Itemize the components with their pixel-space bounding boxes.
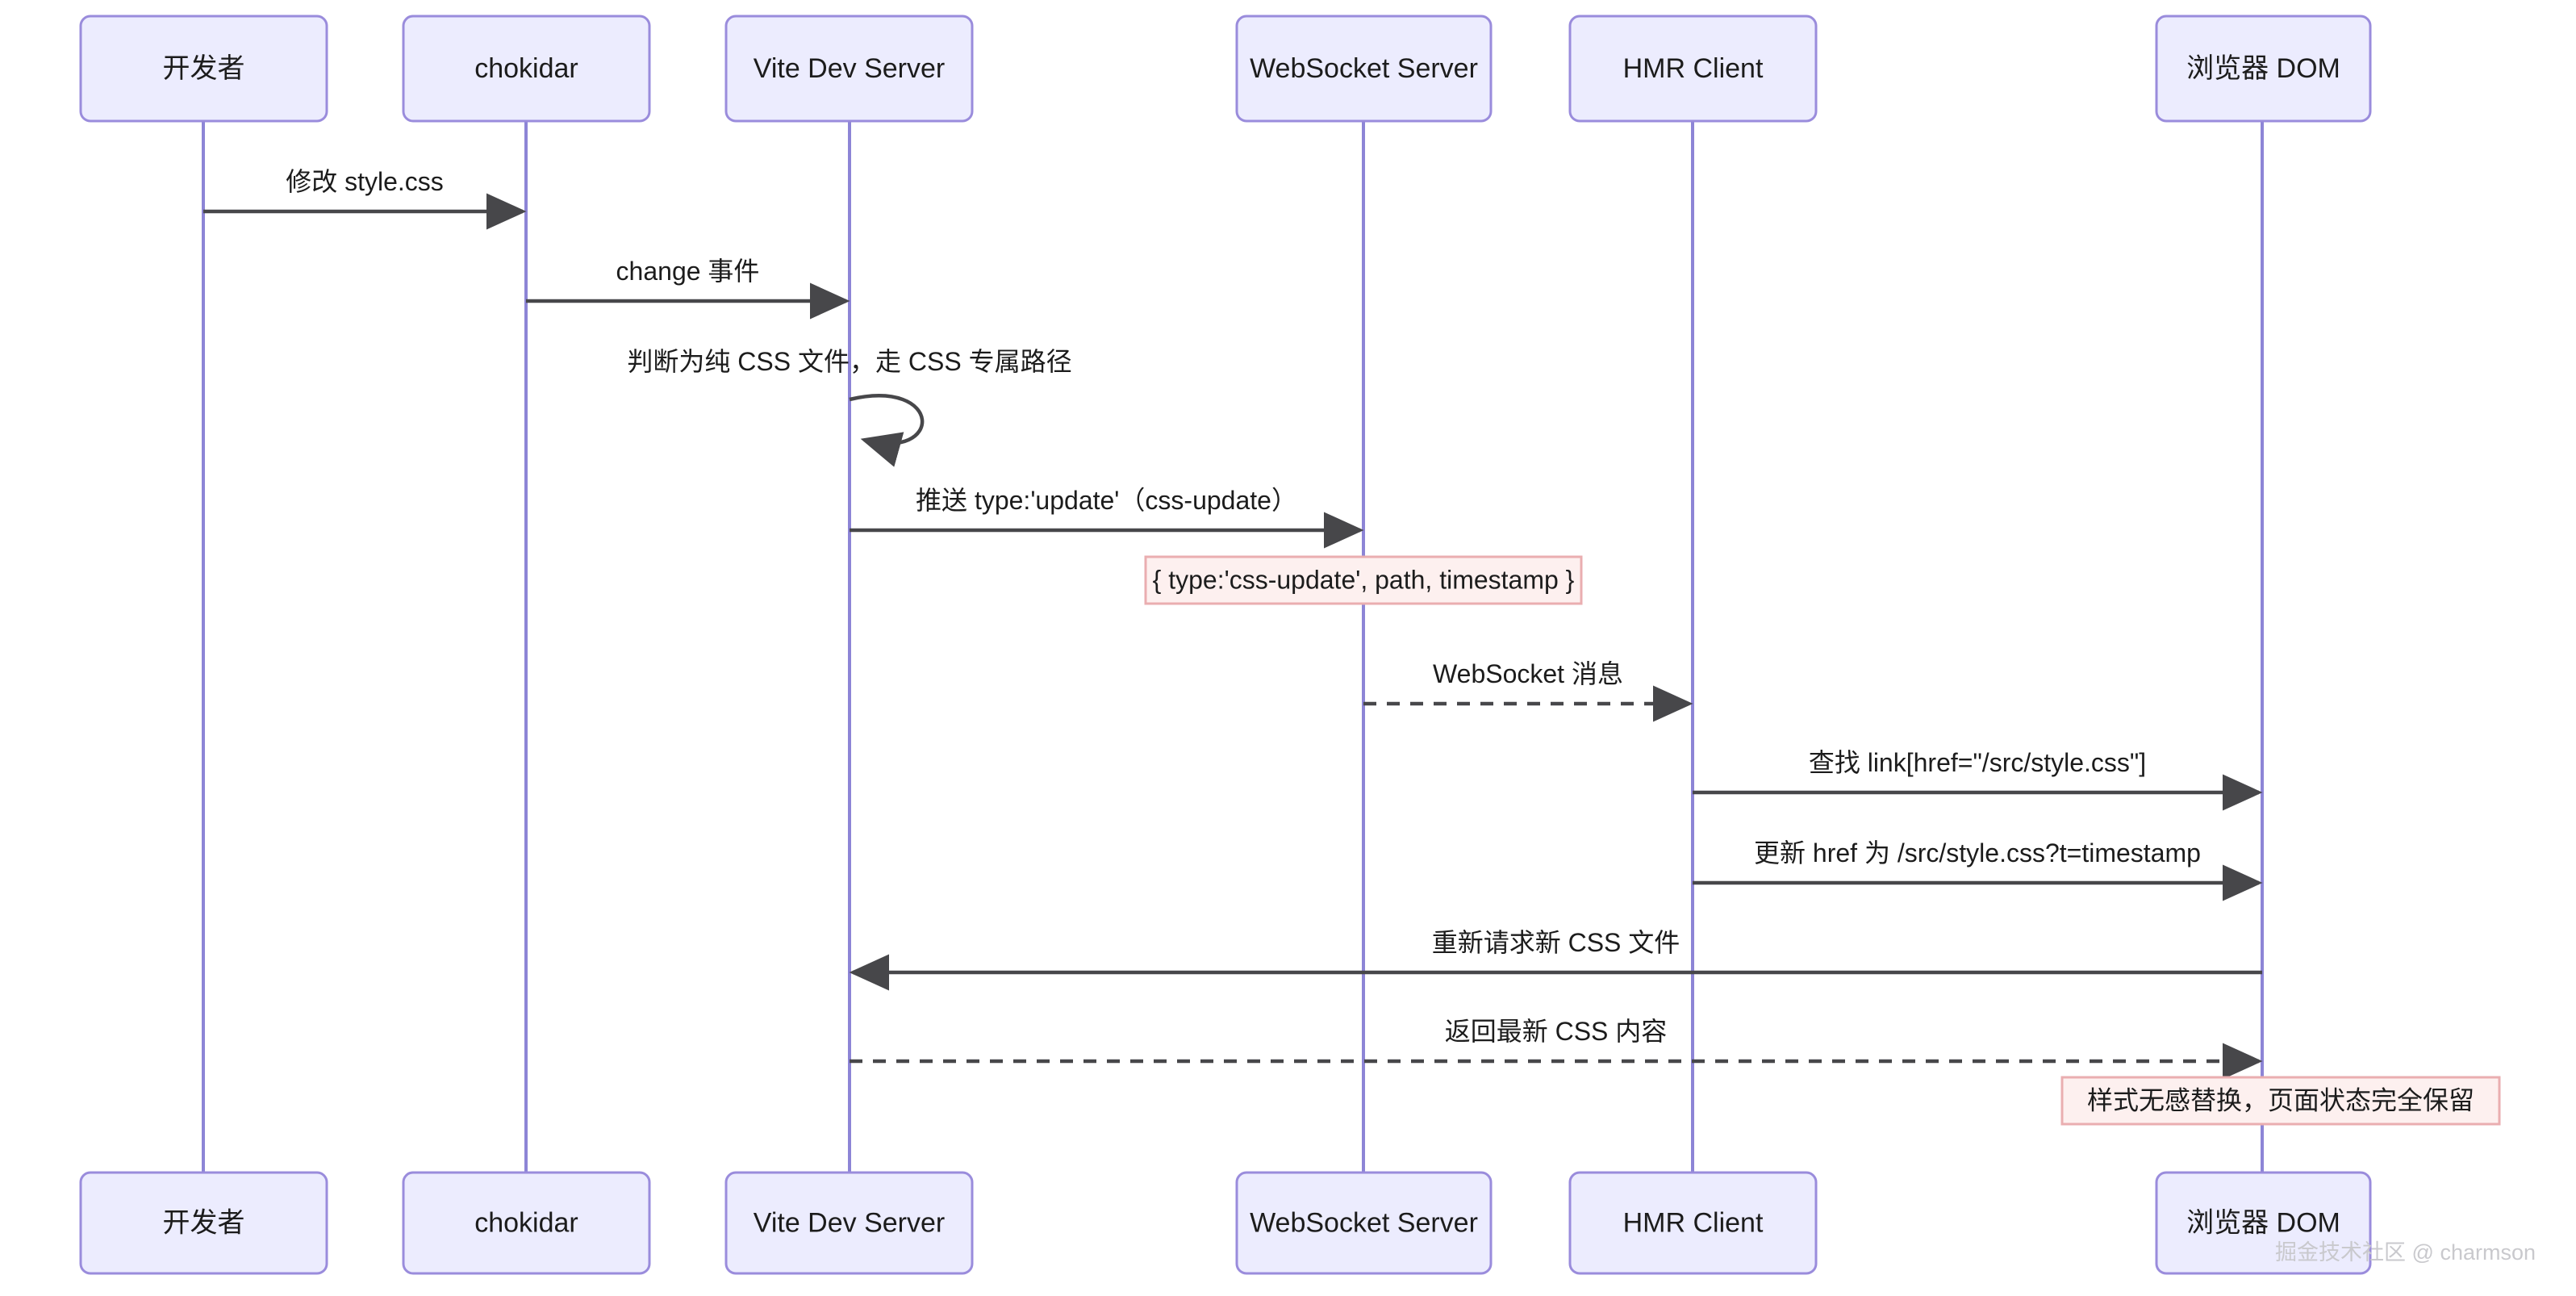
- self-message-loop: [849, 394, 925, 467]
- participant-label: 浏览器 DOM: [2186, 53, 2340, 84]
- participant-box-rect: [79, 15, 328, 123]
- participant-label: HMR Client: [1623, 53, 1764, 84]
- participant-hmr-top[interactable]: HMR Client: [1568, 15, 1818, 123]
- message-label: 推送 type:'update'（css-update）: [916, 486, 1297, 515]
- participants-bottom-layer: 开发者 chokidar Vite Dev Server WebSocket Serv…: [79, 1171, 2372, 1275]
- message-label: change 事件: [616, 257, 760, 286]
- message-label: 修改 style.css: [286, 167, 444, 196]
- message-label: 判断为纯 CSS 文件，走 CSS 专属路径: [627, 347, 1071, 376]
- participant-label: WebSocket Server: [1250, 53, 1478, 84]
- participant-hmr-bottom[interactable]: HMR Client: [1568, 1171, 1818, 1275]
- participant-box-rect: [1568, 15, 1818, 123]
- participant-vite-bottom[interactable]: Vite Dev Server: [724, 1171, 974, 1275]
- watermark-credit: 掘金技术社区 @ charmson: [2275, 1240, 2536, 1265]
- note-rect: [2060, 1076, 2501, 1126]
- participant-box-rect: [724, 1171, 974, 1275]
- participant-box-rect: [402, 1171, 651, 1275]
- participant-ws-top[interactable]: WebSocket Server: [1235, 15, 1493, 123]
- note-n2: 样式无感替换，页面状态完全保留: [2060, 1076, 2501, 1126]
- participant-ws-bottom[interactable]: WebSocket Server: [1235, 1171, 1493, 1275]
- participant-box-rect: [2155, 15, 2372, 123]
- note-n1: { type:'css-update', path, timestamp }: [1144, 555, 1583, 605]
- note-label: 样式无感替换，页面状态完全保留: [2087, 1085, 2474, 1114]
- message-m8: 重新请求新 CSS 文件: [849, 928, 2262, 991]
- message-m4: 推送 type:'update'（css-update）: [850, 486, 1364, 549]
- participants-top-layer: 开发者 chokidar Vite Dev Server WebSocket Serv…: [79, 15, 2372, 123]
- message-label: 重新请求新 CSS 文件: [1432, 928, 1680, 957]
- participant-label: chokidar: [474, 53, 578, 84]
- message-m3: 判断为纯 CSS 文件，走 CSS 专属路径: [627, 347, 1072, 467]
- participant-box-rect: [1235, 1171, 1493, 1275]
- message-m6: 查找 link[href="/src/style.css"]: [1693, 748, 2263, 811]
- participant-box-rect: [79, 1171, 328, 1275]
- lifelines-layer: [202, 121, 2264, 1173]
- message-label: 更新 href 为 /src/style.css?t=timestamp: [1754, 838, 2201, 867]
- participant-chokidar-top[interactable]: chokidar: [402, 15, 651, 123]
- message-m1: 修改 style.css: [203, 167, 527, 230]
- participant-label: 开发者: [163, 53, 245, 84]
- message-m7: 更新 href 为 /src/style.css?t=timestamp: [1693, 838, 2263, 901]
- note-rect: [1144, 555, 1583, 605]
- participant-label: Vite Dev Server: [754, 1207, 945, 1238]
- message-label: 查找 link[href="/src/style.css"]: [1809, 748, 2146, 777]
- message-label: WebSocket 消息: [1433, 659, 1623, 688]
- message-m9: 返回最新 CSS 内容: [850, 1017, 2263, 1080]
- participant-label: 浏览器 DOM: [2186, 1207, 2340, 1238]
- message-label: 返回最新 CSS 内容: [1445, 1017, 1668, 1046]
- participant-box-rect: [724, 15, 974, 123]
- participant-dom-bottom[interactable]: 浏览器 DOM: [2155, 1171, 2372, 1275]
- participant-label: chokidar: [474, 1207, 578, 1238]
- participant-label: 开发者: [163, 1207, 245, 1238]
- participant-box-rect: [1235, 15, 1493, 123]
- notes-layer: { type:'css-update', path, timestamp } 样式…: [1144, 555, 2501, 1126]
- participant-dom-top[interactable]: 浏览器 DOM: [2155, 15, 2372, 123]
- note-label: { type:'css-update', path, timestamp }: [1153, 565, 1575, 594]
- participant-label: Vite Dev Server: [754, 53, 945, 84]
- message-m5: WebSocket 消息: [1363, 659, 1693, 722]
- message-m2: change 事件: [526, 257, 850, 320]
- participant-box-rect: [1568, 1171, 1818, 1275]
- participant-box-rect: [402, 15, 651, 123]
- participant-dev-top[interactable]: 开发者: [79, 15, 328, 123]
- participant-chokidar-bottom[interactable]: chokidar: [402, 1171, 651, 1275]
- participant-box-rect: [2155, 1171, 2372, 1275]
- participant-label: HMR Client: [1623, 1207, 1764, 1238]
- participant-label: WebSocket Server: [1250, 1207, 1478, 1238]
- participant-vite-top[interactable]: Vite Dev Server: [724, 15, 974, 123]
- participant-dev-bottom[interactable]: 开发者: [79, 1171, 328, 1275]
